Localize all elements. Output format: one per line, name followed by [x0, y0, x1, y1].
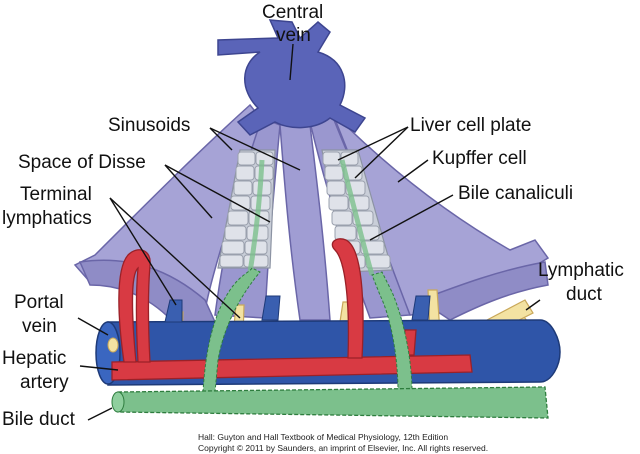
bile-duct-opening [111, 391, 125, 413]
central-vein [217, 19, 367, 136]
label-lymphatic-duct-1: Lymphatic [538, 260, 624, 281]
label-sinusoids: Sinusoids [108, 115, 190, 136]
label-liver-cell-plate: Liver cell plate [410, 115, 531, 136]
leader-terminal-2 [109, 197, 241, 319]
leader-disse-1 [164, 164, 213, 219]
hepatic-artery-loop-left [118, 249, 151, 363]
bile-ductule-left [202, 267, 261, 393]
leader-lines [77, 43, 541, 421]
credit-line-2: Copyright © 2011 by Saunders, an imprint… [198, 443, 488, 453]
leader-liver-plate-1 [337, 126, 409, 161]
leader-disse-2 [164, 164, 271, 223]
leader-sinusoids-2 [209, 127, 301, 171]
label-bile-duct: Bile duct [2, 409, 76, 430]
label-bile-canaliculi: Bile canaliculi [458, 183, 573, 204]
bile-duct-system [111, 267, 549, 419]
leader-hepatic-artery [79, 365, 119, 371]
leader-central-vein [289, 43, 294, 81]
label-lymphatic-duct-2: duct [566, 284, 603, 305]
copyright-credit: Hall: Guyton and Hall Textbook of Medica… [198, 432, 488, 453]
central-vein-body [217, 19, 367, 136]
credit-line-1: Hall: Guyton and Hall Textbook of Medica… [198, 432, 448, 442]
lymphatic-opening [107, 337, 119, 353]
sinusoid-sheet-center [279, 124, 331, 321]
label-terminal-lymphatics-1: Terminal [20, 184, 92, 205]
hepatic-artery-loop-right [331, 238, 364, 359]
label-hepatic-artery-2: artery [20, 372, 69, 393]
leader-bile-duct [87, 407, 113, 421]
leader-terminal-1 [109, 197, 177, 306]
label-central-vein-2: vein [276, 25, 311, 46]
bile-duct-main [117, 386, 549, 419]
label-space-of-disse: Space of Disse [18, 152, 146, 173]
labels: Central vein Sinusoids Space of Disse Te… [2, 2, 624, 430]
leader-portal-vein [77, 317, 109, 336]
leader-liver-plate-2 [354, 126, 409, 179]
sinusoid-lower-right [418, 261, 549, 321]
leader-kupffer [397, 159, 429, 183]
label-hepatic-artery-1: Hepatic [2, 348, 66, 369]
hepatic-artery [111, 238, 473, 381]
label-central-vein-1: Central [262, 2, 323, 23]
leader-lymphatic-duct [525, 299, 541, 311]
label-kupffer-cell: Kupffer cell [432, 148, 527, 169]
label-portal-vein-2: vein [22, 316, 57, 337]
label-terminal-lymphatics-2: lymphatics [2, 208, 92, 229]
bile-ductule-right [371, 271, 413, 393]
leader-sinusoids-1 [209, 127, 233, 151]
label-portal-vein-1: Portal [14, 292, 64, 313]
leader-bile-canaliculi [369, 194, 454, 241]
